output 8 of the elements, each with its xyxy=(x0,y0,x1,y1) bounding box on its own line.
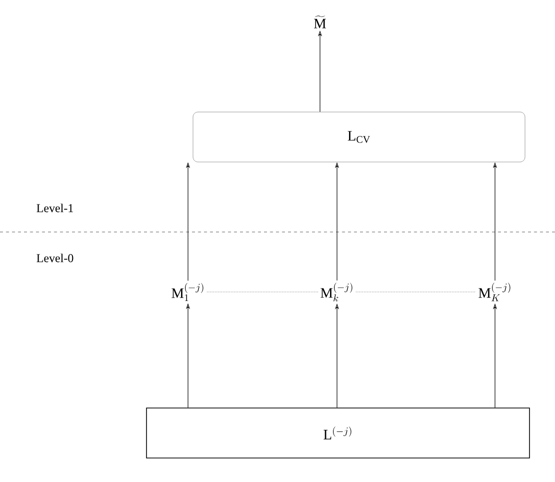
math-label: $\mathrm{M}_{k}^{(-j)}$ xyxy=(320,282,352,302)
level-label: Level-1 xyxy=(36,204,73,212)
math-label: $\mathrm{M}_{1}^{(-j)}$ xyxy=(172,282,204,301)
math-label: $\widetilde{\mathrm{M}}$ xyxy=(314,16,326,28)
math-label: $\mathrm{M}_{K}^{(-j)}$ xyxy=(478,282,510,302)
process-box: $\mathrm{L}^{(-j)}$ xyxy=(146,408,530,458)
rounded-box: $\mathrm{L}_{\mathrm{CV}}$ xyxy=(192,112,526,162)
level-label: Level-0 xyxy=(36,254,74,262)
